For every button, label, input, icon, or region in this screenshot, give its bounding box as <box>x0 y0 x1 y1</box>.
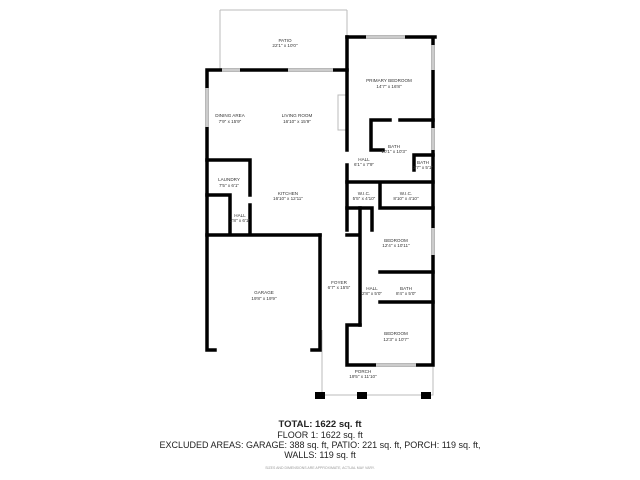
room-name-hall: HALL <box>366 286 378 291</box>
room-name-bedroom: BEDROOM <box>384 238 408 243</box>
room-name-bedroom: BEDROOM <box>384 331 408 336</box>
floor-area: FLOOR 1: 1622 sq. ft <box>277 430 363 440</box>
room-name-bath: BATH <box>400 286 412 291</box>
room-name-wic: W.I.C. <box>400 191 413 196</box>
room-dims-hall: 6'1" x 7'9" <box>354 162 374 167</box>
room-dims-wic: 5'5" x 4'10" <box>353 196 376 201</box>
room-name-bath: BATH <box>388 144 400 149</box>
room-name-kitchen: KITCHEN <box>278 191 298 196</box>
room-name-living: LIVING ROOM <box>282 113 313 118</box>
room-dims-porch: 19'5" x 11'10" <box>349 374 377 379</box>
room-name-porch: PORCH <box>355 369 372 374</box>
room-dims-hall: 2'8" x 5'0" <box>362 291 382 296</box>
room-name-garage: GARAGE <box>254 290 274 295</box>
room-dims-wic: 8'10" x 4'10" <box>393 196 419 201</box>
room-name-laundry: LAUNDRY <box>218 177 240 182</box>
room-dims-dining: 7'9" x 15'9" <box>219 119 242 124</box>
room-name-wic: W.I.C. <box>358 191 371 196</box>
room-name-foyer: FOYER <box>331 280 348 285</box>
room-dims-bedroom: 12'3" x 10'7" <box>383 337 409 342</box>
room-dims-primary-bedroom: 14'7" x 16'8" <box>376 84 402 89</box>
room-name-patio: PATIO <box>278 38 292 43</box>
room-name-hall: HALL <box>358 157 370 162</box>
room-name-primary-bedroom: PRIMARY BEDROOM <box>366 78 412 83</box>
room-dims-bath: 8'4" x 5'0" <box>396 291 416 296</box>
windows <box>205 35 435 367</box>
porch-posts <box>315 392 431 399</box>
room-dims-bath: 10'1" x 10'3" <box>381 149 407 154</box>
room-dims-patio: 22'1" x 10'0" <box>272 43 298 48</box>
room-name-dining: DINING AREA <box>215 113 246 118</box>
room-dims-bedroom: 12'4" x 10'11" <box>382 243 410 248</box>
room-name-hall: HALL <box>234 213 246 218</box>
room-dims-foyer: 6'7" x 15'5" <box>328 285 351 290</box>
total-area: TOTAL: 1622 sq. ft <box>278 419 362 430</box>
excluded-areas: EXCLUDED AREAS: GARAGE: 388 sq. ft, PATI… <box>159 440 481 450</box>
room-name-bath: BATH <box>417 160 429 165</box>
room-dims-hall: 2'8" x 6'1" <box>230 218 250 223</box>
room-dims-living: 16'10" x 15'9" <box>283 119 311 124</box>
room-dims-laundry: 7'5" x 6'1" <box>219 183 239 188</box>
room-dims-bath: 3'7" x 5'1" <box>413 165 433 170</box>
room-dims-garage: 19'8" x 19'9" <box>251 296 277 301</box>
disclaimer: SIZES AND DIMENSIONS ARE APPROXIMATE, AC… <box>265 466 375 470</box>
room-labels: PATIO 22'1" x 10'0" PRIMARY BEDROOM 14'7… <box>215 38 433 379</box>
walls-area: WALLS: 119 sq. ft <box>284 450 356 460</box>
room-dims-kitchen: 16'10" x 12'11" <box>273 196 303 201</box>
